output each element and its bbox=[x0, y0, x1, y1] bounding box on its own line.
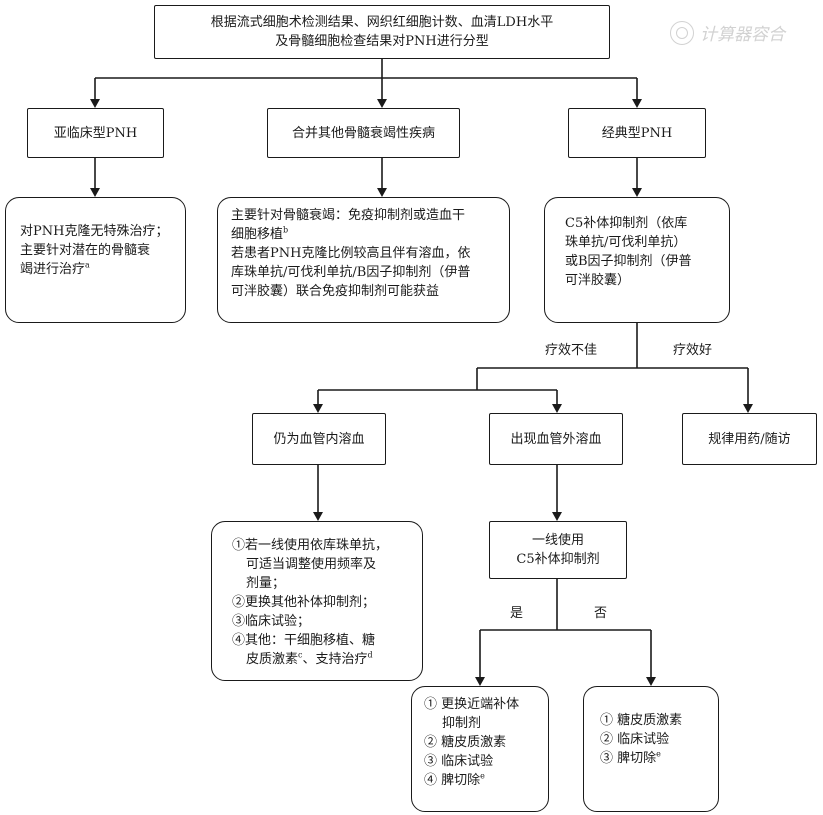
yes-tx-line-1: ① 更换近端补体 bbox=[424, 697, 520, 712]
footnote-d: d bbox=[367, 650, 373, 660]
arrow-to-intravascular-tx-arrowhead bbox=[313, 512, 323, 521]
classic-tx-line-3: 或B因子抑制剂（伊普 bbox=[565, 254, 692, 269]
extravascular-hemolysis-node: 出现血管外溶血 bbox=[489, 413, 623, 465]
classic-pnh-node: 经典型PNH bbox=[568, 108, 706, 158]
bm-failure-label: 合并其他骨髓衰竭性疾病 bbox=[291, 125, 435, 141]
no-treatment-node: ① 糖皮质激素 ② 临床试验 ③ 脾切除e bbox=[583, 686, 719, 812]
no-tx-line-3: ③ 脾切除e bbox=[600, 749, 710, 768]
bm-tx-line-3: 若患者PNH克隆比例较高且伴有溶血，依 bbox=[231, 246, 471, 261]
bm-tx-line-2-text: 细胞移植 bbox=[231, 227, 284, 242]
classic-tx-line-2: 珠单抗/可伐利单抗） bbox=[565, 235, 687, 250]
first-line-c5-node: 一线使用 C5补体抑制剂 bbox=[489, 521, 627, 579]
edge-label-poor-response: 疗效不佳 bbox=[545, 343, 598, 358]
intra-tx-line-5: ③临床试验； bbox=[232, 614, 311, 629]
classic-pnh-label: 经典型PNH bbox=[601, 125, 673, 141]
subclinical-tx-line-3-text: 竭进行治疗 bbox=[20, 262, 86, 277]
classic-tx-line-4: 可泮胶囊） bbox=[565, 273, 631, 288]
intravascular-label: 仍为血管内溶血 bbox=[273, 431, 365, 447]
intravascular-treatment-node: ①若一线使用依库珠单抗， 可适当调整使用频率及 剂量； ②更换其他补体抑制剂； … bbox=[211, 521, 423, 681]
yes-tx-line-5: ④ 脾切除e bbox=[424, 771, 542, 790]
no-tx-line-3-text: ③ 脾切除 bbox=[600, 751, 657, 766]
subclinical-tx-line-3: 竭进行治疗a bbox=[20, 260, 175, 279]
edge-label-yes: 是 bbox=[510, 606, 524, 621]
bm-failure-node: 合并其他骨髓衰竭性疾病 bbox=[267, 108, 460, 158]
bm-failure-treatment-node: 主要针对骨髓衰竭：免疫抑制剂或造血干 细胞移植b 若患者PNH克隆比例较高且伴有… bbox=[217, 197, 510, 323]
arrow-to-classic-tx-arrowhead bbox=[632, 188, 642, 197]
arrow-to-regular-arrowhead bbox=[743, 404, 753, 413]
intra-tx-line-7-a: 皮质激素 bbox=[246, 652, 299, 667]
root-line-2: 及骨髓细胞检查结果对PNH进行分型 bbox=[275, 34, 489, 49]
extravascular-label: 出现血管外溶血 bbox=[510, 431, 602, 447]
arrow-to-yes-tx-arrowhead bbox=[475, 677, 485, 686]
arrow-to-bm-tx-arrowhead bbox=[377, 188, 387, 197]
intra-tx-line-2: 可适当调整使用频率及 bbox=[246, 557, 377, 572]
arrow-to-bm-failure-arrowhead bbox=[377, 99, 387, 108]
intra-tx-line-6: ④其他：干细胞移植、糖 bbox=[232, 633, 376, 648]
arrow-to-no-tx-arrowhead bbox=[646, 677, 656, 686]
seal-icon bbox=[670, 20, 694, 45]
first-line-label-2: C5补体抑制剂 bbox=[516, 552, 600, 567]
arrow-to-first-line-arrowhead bbox=[552, 512, 562, 521]
bm-tx-line-5: 可泮胶囊）联合免疫抑制剂可能获益 bbox=[231, 284, 440, 299]
footnote-e-no: e bbox=[656, 749, 661, 759]
intra-tx-line-4: ②更换其他补体抑制剂； bbox=[232, 595, 376, 610]
yes-tx-line-5-text: ④ 脾切除 bbox=[424, 773, 481, 788]
bm-tx-line-2: 细胞移植b bbox=[231, 225, 499, 244]
footnote-b: b bbox=[283, 225, 289, 235]
arrow-to-extravascular-arrowhead bbox=[552, 404, 562, 413]
bm-tx-line-4: 库珠单抗/可伐利单抗/B因子抑制剂（伊普 bbox=[231, 265, 471, 280]
root-node: 根据流式细胞术检测结果、网织红细胞计数、血清LDH水平 及骨髓细胞检查结果对PN… bbox=[154, 5, 610, 59]
subclinical-tx-line-2: 主要针对潜在的骨髓衰 bbox=[20, 243, 151, 258]
subclinical-pnh-label: 亚临床型PNH bbox=[53, 125, 138, 141]
subclinical-tx-line-1: 对PNH克隆无特殊治疗； bbox=[20, 224, 169, 239]
yes-treatment-node: ① 更换近端补体 抑制剂 ② 糖皮质激素 ③ 临床试验 ④ 脾切除e bbox=[411, 686, 549, 812]
root-line-1: 根据流式细胞术检测结果、网织红细胞计数、血清LDH水平 bbox=[210, 15, 554, 30]
watermark-text: 计算器容合 bbox=[700, 25, 785, 45]
classic-treatment-node: C5补体抑制剂（依库 珠单抗/可伐利单抗） 或B因子抑制剂（伊普 可泮胶囊） bbox=[544, 197, 730, 323]
subclinical-pnh-node: 亚临床型PNH bbox=[27, 108, 164, 158]
edge-label-good-response: 疗效好 bbox=[673, 343, 713, 358]
arrow-to-subclinical-arrowhead bbox=[90, 99, 100, 108]
arrow-to-intravascular-arrowhead bbox=[313, 404, 323, 413]
first-line-label-1: 一线使用 bbox=[531, 533, 584, 548]
regular-followup-node: 规律用药/随访 bbox=[682, 413, 817, 465]
edge-label-no: 否 bbox=[594, 606, 608, 621]
intra-tx-line-1: ①若一线使用依库珠单抗， bbox=[232, 538, 389, 553]
yes-tx-line-3: ② 糖皮质激素 bbox=[424, 735, 507, 750]
footnote-e-yes: e bbox=[480, 771, 485, 781]
footnote-c: c bbox=[298, 650, 303, 660]
intra-tx-line-7: 皮质激素c、支持治疗d bbox=[232, 650, 414, 669]
footnote-a: a bbox=[85, 260, 90, 270]
intra-tx-line-7-b: 、支持治疗 bbox=[302, 652, 368, 667]
no-tx-line-2: ② 临床试验 bbox=[600, 732, 670, 747]
intra-tx-line-3: 剂量； bbox=[246, 576, 286, 591]
no-tx-line-1: ① 糖皮质激素 bbox=[600, 713, 683, 728]
yes-tx-line-4: ③ 临床试验 bbox=[424, 754, 494, 769]
subclinical-treatment-node: 对PNH克隆无特殊治疗； 主要针对潜在的骨髓衰 竭进行治疗a bbox=[5, 197, 186, 323]
intravascular-hemolysis-node: 仍为血管内溶血 bbox=[252, 413, 386, 465]
yes-tx-line-2: 抑制剂 bbox=[442, 716, 482, 731]
regular-followup-label: 规律用药/随访 bbox=[708, 431, 791, 447]
bm-tx-line-1: 主要针对骨髓衰竭：免疫抑制剂或造血干 bbox=[231, 208, 466, 223]
watermark: 计算器容合 bbox=[670, 20, 785, 45]
arrow-to-subclinical-tx-arrowhead bbox=[90, 188, 100, 197]
classic-tx-line-1: C5补体抑制剂（依库 bbox=[565, 216, 688, 231]
arrow-to-classic-arrowhead bbox=[632, 99, 642, 108]
